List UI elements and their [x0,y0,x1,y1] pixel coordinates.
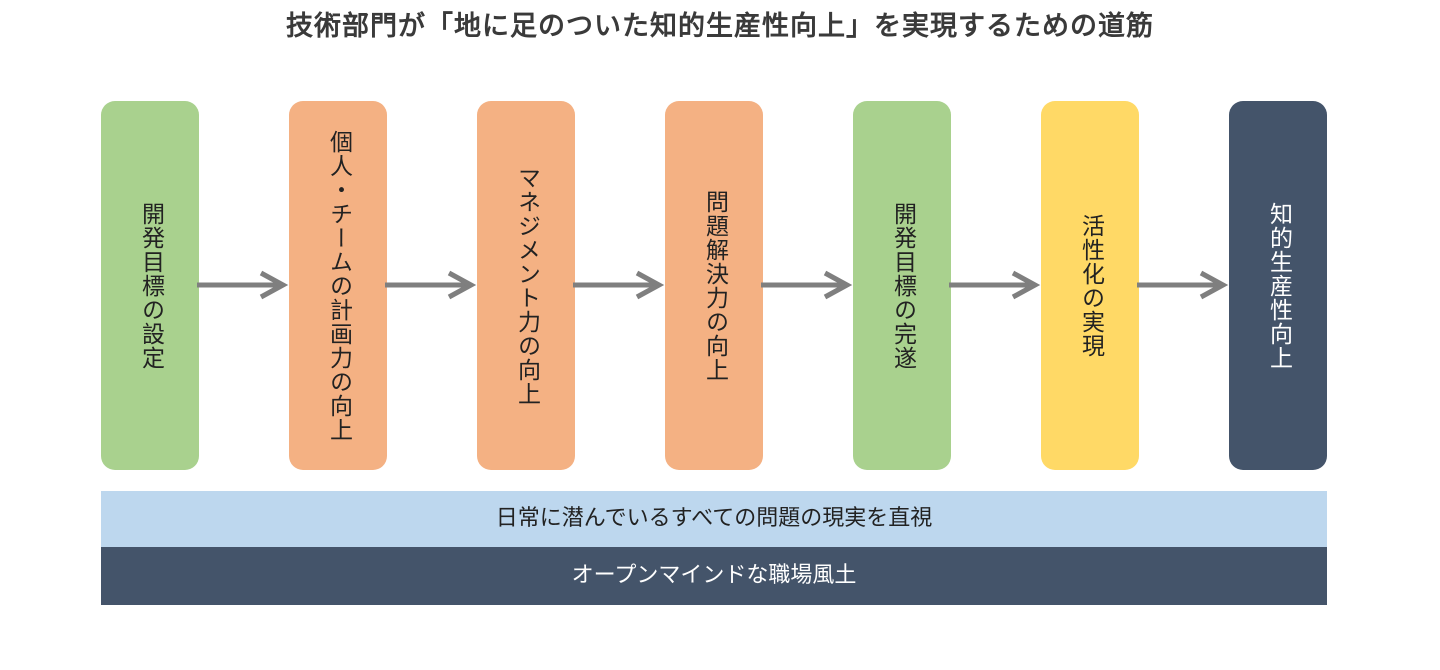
step-label: 開発目標の設定 [137,201,164,370]
step-activation: 活性化の実現 [1041,101,1139,470]
step-label: マネジメント力の向上 [513,165,540,406]
step-goal-setting: 開発目標の設定 [101,101,199,470]
arrow-5 [949,270,1041,300]
step-label: 知的生産性向上 [1265,201,1292,370]
arrow-6 [1137,270,1229,300]
step-label: 個人・チームの計画力の向上 [325,129,352,442]
step-label: 開発目標の完遂 [889,201,916,370]
step-problem-solving: 問題解決力の向上 [665,101,763,470]
step-management-ability: マネジメント力の向上 [477,101,575,470]
foundation-band-bottom: オープンマインドな職場風土 [101,547,1327,605]
foundation-band-top: 日常に潜んでいるすべての問題の現実を直視 [101,491,1327,547]
arrow-4 [761,270,853,300]
step-label: 問題解決力の向上 [701,189,728,382]
arrow-2 [385,270,477,300]
arrow-1 [197,270,289,300]
step-productivity: 知的生産性向上 [1229,101,1327,470]
step-planning-ability: 個人・チームの計画力の向上 [289,101,387,470]
diagram-title: 技術部門が「地に足のついた知的生産性向上」を実現するための道筋 [286,11,1154,42]
step-label: 活性化の実現 [1077,213,1104,358]
arrow-3 [573,270,665,300]
step-goal-completion: 開発目標の完遂 [853,101,951,470]
